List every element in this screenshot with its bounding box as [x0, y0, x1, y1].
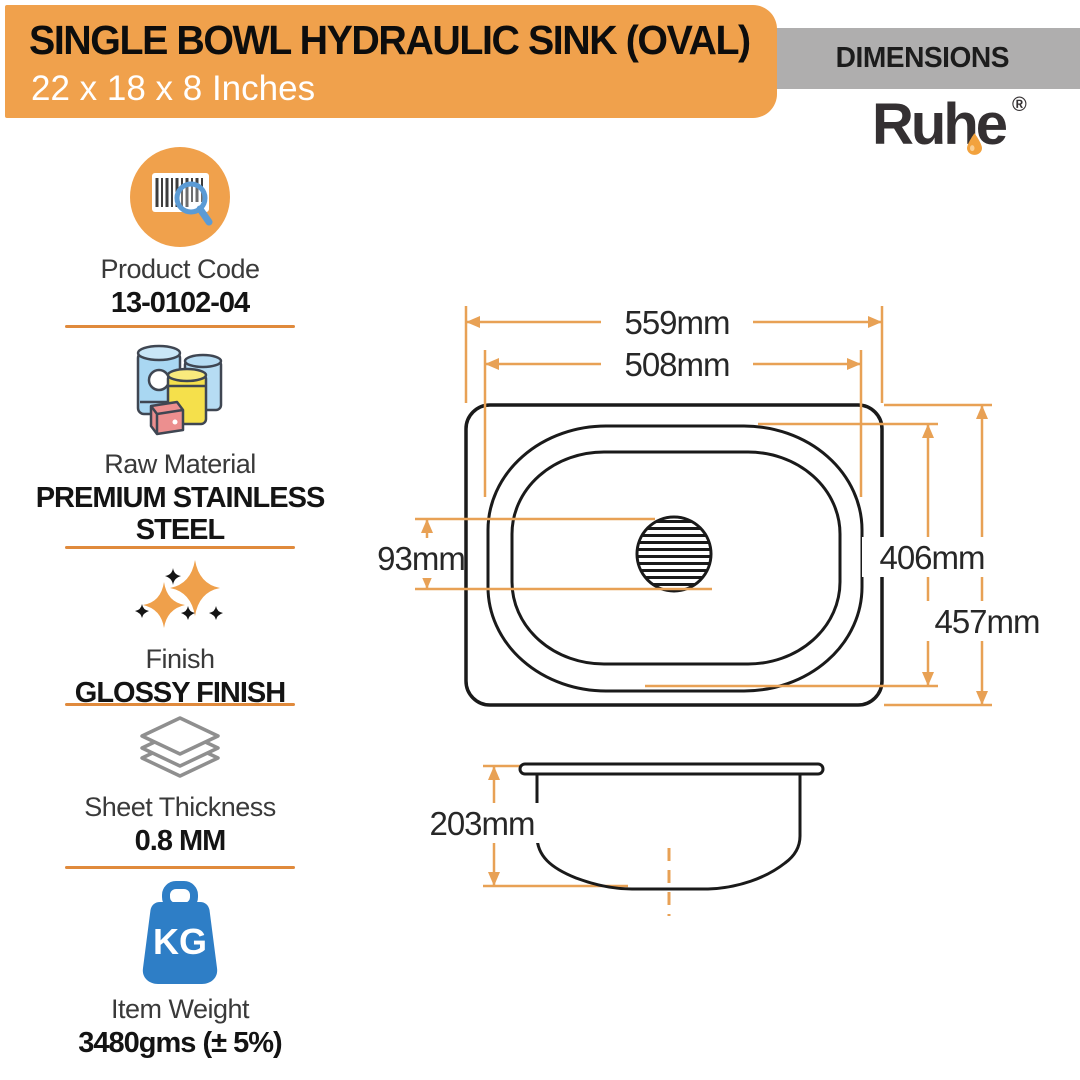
sink-side-view [518, 762, 825, 916]
dim-bowl-width-label: 508mm [624, 346, 729, 383]
spec-label: Finish [145, 644, 215, 674]
magnifier [174, 181, 213, 226]
spec-label: Raw Material [104, 449, 256, 479]
spec-label: Item Weight [110, 994, 250, 1024]
dimensions-tab: DIMENSIONS [765, 28, 1080, 89]
dim-bowl-height-label: 203mm [429, 805, 534, 842]
dimension-labels: 559mm 508mm 93mm 406mm 457mm 203mm [377, 303, 1058, 843]
spec-value: 3480gms (± 5%) [78, 1027, 282, 1059]
divider [65, 703, 295, 706]
spec-value: 0.8 MM [134, 825, 227, 857]
registered-mark: ® [1012, 94, 1027, 116]
sheets-icon [140, 716, 220, 778]
kg-label: KG [153, 921, 207, 962]
sink-rim-outline [518, 762, 825, 776]
dim-bowl-depth-label: 406mm [879, 539, 984, 576]
spec-label: Sheet Thickness [84, 792, 276, 822]
spec-value: PREMIUM STAINLESS STEEL [35, 482, 326, 547]
brand-logo: Ruhe ® [872, 92, 1080, 168]
brand-name: Ruhe [872, 92, 1008, 157]
spec-item-weight: KG Item Weight 3480gms (± 5%) [30, 880, 330, 1059]
dimension-lines [415, 306, 992, 888]
barcode-search-icon [130, 147, 230, 247]
divider [65, 866, 295, 869]
spec-raw-material: Raw Material PREMIUM STAINLESS STEEL [30, 338, 330, 547]
dim-overall-width-label: 559mm [624, 304, 729, 341]
spec-sheet-thickness: Sheet Thickness 0.8 MM [30, 714, 330, 857]
kg-weight-icon: KG [142, 881, 218, 984]
drain-icon [635, 515, 713, 593]
bowl-section-outline [535, 774, 802, 891]
divider [65, 546, 295, 549]
sink-top-view [464, 403, 884, 707]
product-title: SINGLE BOWL HYDRAULIC SINK (OVAL) [29, 17, 751, 63]
spec-label: Product Code [100, 254, 260, 284]
dimensions-tab-label: DIMENSIONS [835, 42, 1010, 74]
dim-overall-depth-label: 457mm [934, 603, 1039, 640]
sparkle-icon [135, 560, 223, 628]
title-banner: SINGLE BOWL HYDRAULIC SINK (OVAL) 22 x 1… [5, 5, 777, 118]
raw-material-icon [136, 344, 222, 436]
product-size-subtitle: 22 x 18 x 8 Inches [31, 69, 316, 108]
dim-drain-diameter-label: 93mm [377, 540, 465, 577]
spec-value: 13-0102-04 [110, 287, 250, 319]
droplet-icon [967, 133, 982, 155]
bowl-inner-outline [510, 450, 842, 666]
divider [65, 325, 295, 328]
spec-product-code: Product Code 13-0102-04 [30, 146, 330, 319]
